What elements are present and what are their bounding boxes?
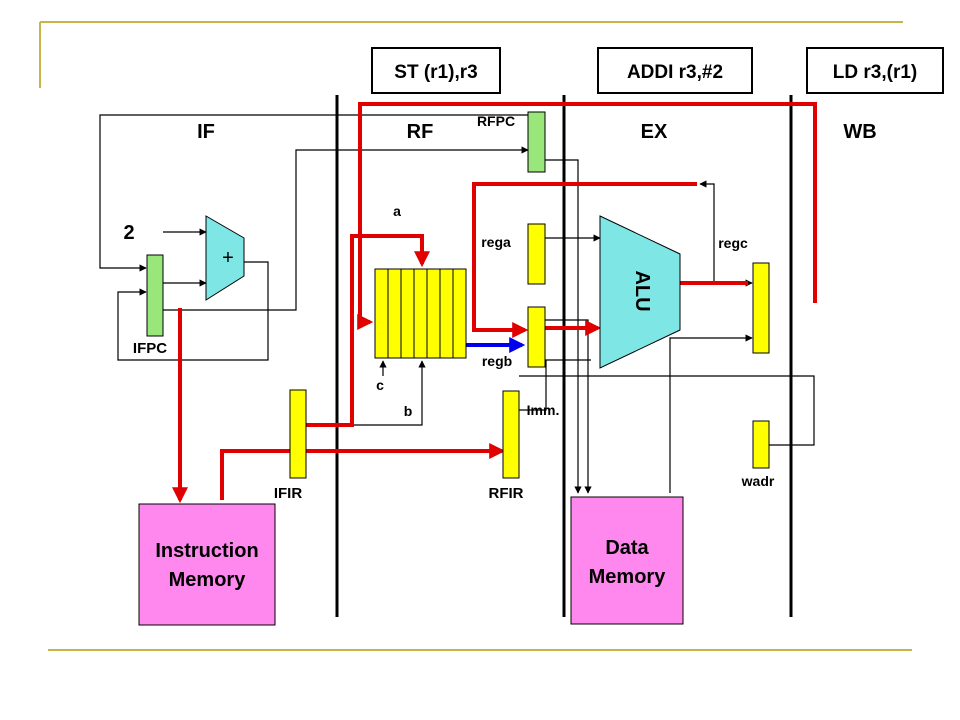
- wire-datamem-to-regc: [669, 334, 753, 493]
- wire-imem-to-ifir: [220, 449, 290, 500]
- ifir-register: [289, 389, 307, 479]
- wire-adder-to-ifpc: [117, 261, 269, 361]
- adder-symbol: +: [222, 247, 234, 269]
- rfir-label: RFIR: [489, 485, 524, 502]
- adder: [205, 215, 245, 301]
- regfile-port-c-label: c: [376, 377, 384, 393]
- stage-label-wb: WB: [843, 121, 876, 143]
- alu-label: ALU: [631, 270, 653, 311]
- data-memory-label-line2: Memory: [589, 566, 667, 588]
- instruction-box-ld: [806, 47, 944, 94]
- wire-alu-bypass-tap: [699, 180, 715, 283]
- rfpc-label: RFPC: [477, 113, 515, 129]
- data-memory: [570, 496, 684, 625]
- wire-ifpc-to-rfpc: [163, 146, 529, 311]
- ifpc-label: IFPC: [133, 340, 167, 357]
- alu: [599, 215, 681, 369]
- instruction-memory-label-line1: Instruction: [155, 540, 258, 562]
- rfir-register: [502, 390, 520, 479]
- regfile-port-a-label: a: [393, 203, 401, 219]
- regc-register: [752, 262, 770, 354]
- wire-rfpc-to-datamem: [545, 159, 582, 494]
- data-memory-label-line1: Data: [605, 537, 649, 559]
- wire-rfpc-feedback: [99, 114, 528, 272]
- const-two: 2: [123, 222, 134, 244]
- red-wires: [172, 102, 817, 504]
- wadr-label: wadr: [741, 473, 775, 489]
- wire-rfir-to-wadr: [519, 375, 815, 446]
- register-file-body: [374, 268, 467, 359]
- stage-label-rf: RF: [407, 121, 434, 143]
- wire-ifir-to-a: [306, 234, 430, 427]
- instruction-ld: LD r3,(r1): [833, 62, 917, 83]
- instruction-memory-label-line2: Memory: [169, 569, 247, 591]
- instruction-addi: ADDI r3,#2: [627, 62, 723, 83]
- regb-label: regb: [482, 353, 512, 369]
- rega-label: rega: [481, 234, 511, 250]
- instruction-box-st: [371, 47, 501, 94]
- register-file: [374, 268, 467, 359]
- instruction-box-addi: [597, 47, 753, 94]
- regc-label: regc: [718, 235, 748, 251]
- wire-rfir-imm: [519, 359, 591, 411]
- wire-alu-forward-to-regb: [472, 182, 697, 338]
- ifir-label: IFIR: [274, 485, 302, 502]
- instruction-boxes: ST (r1),r3 ADDI r3,#2 LD r3,(r1): [371, 47, 944, 94]
- imm-label: Imm.: [527, 402, 560, 418]
- ifpc-register: [146, 254, 164, 337]
- regfile-port-b-label: b: [404, 403, 413, 419]
- stage-label-ex: EX: [641, 121, 668, 143]
- rega-register: [527, 223, 546, 285]
- regb-register: [527, 306, 546, 368]
- instruction-st: ST (r1),r3: [394, 62, 477, 83]
- stage-label-if: IF: [197, 121, 215, 143]
- slide-frame: [39, 21, 912, 651]
- wadr-register: [752, 420, 770, 469]
- instruction-memory: [138, 503, 276, 626]
- rfpc-register: [527, 111, 546, 173]
- wire-regc-writeback: [357, 102, 817, 330]
